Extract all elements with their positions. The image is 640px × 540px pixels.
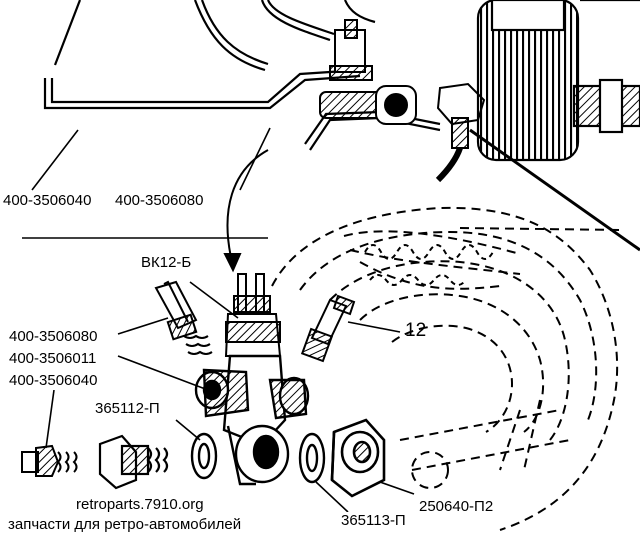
part-number-pipe-left: 400-3506040 <box>2 192 93 210</box>
part-number-switch: ВК12-Б <box>140 254 193 272</box>
washer-left <box>190 432 218 480</box>
washer-right <box>298 432 326 484</box>
lower-leader-lines <box>45 281 415 513</box>
hex-nut <box>330 418 386 498</box>
tee-fitting-top <box>319 19 417 125</box>
upper-leader-lines <box>22 127 271 239</box>
pointer-arrow <box>223 149 269 273</box>
part-number-fitting-3: 400-3506040 <box>8 372 99 390</box>
callout-number-12: 12 <box>405 320 427 341</box>
part-number-fitting-2: 400-3506011 <box>8 350 98 368</box>
small-bleed-fitting <box>21 444 78 477</box>
dashed-spring <box>364 244 494 286</box>
part-number-fitting-1: 400-3506080 <box>8 328 99 346</box>
site-tagline: запчасти для ретро-автомобилей <box>8 516 242 533</box>
dashed-housing <box>271 206 621 531</box>
union-fitting <box>98 434 169 490</box>
brake-pipe-lines <box>43 0 441 151</box>
site-credit: retroparts.7910.org <box>76 496 204 513</box>
part-number-pipe-right: 400-3506080 <box>114 192 205 210</box>
tee-block <box>194 354 310 486</box>
switch-vk12b <box>224 273 282 357</box>
part-number-washer-right: 365113-П <box>340 512 407 530</box>
fitting-pipe-end <box>154 280 213 355</box>
part-number-nut: 250640-П2 <box>418 498 495 516</box>
fitting-right-bolt <box>300 294 356 363</box>
part-number-washer-left: 365112-П <box>94 400 161 418</box>
master-cylinder <box>469 0 640 252</box>
